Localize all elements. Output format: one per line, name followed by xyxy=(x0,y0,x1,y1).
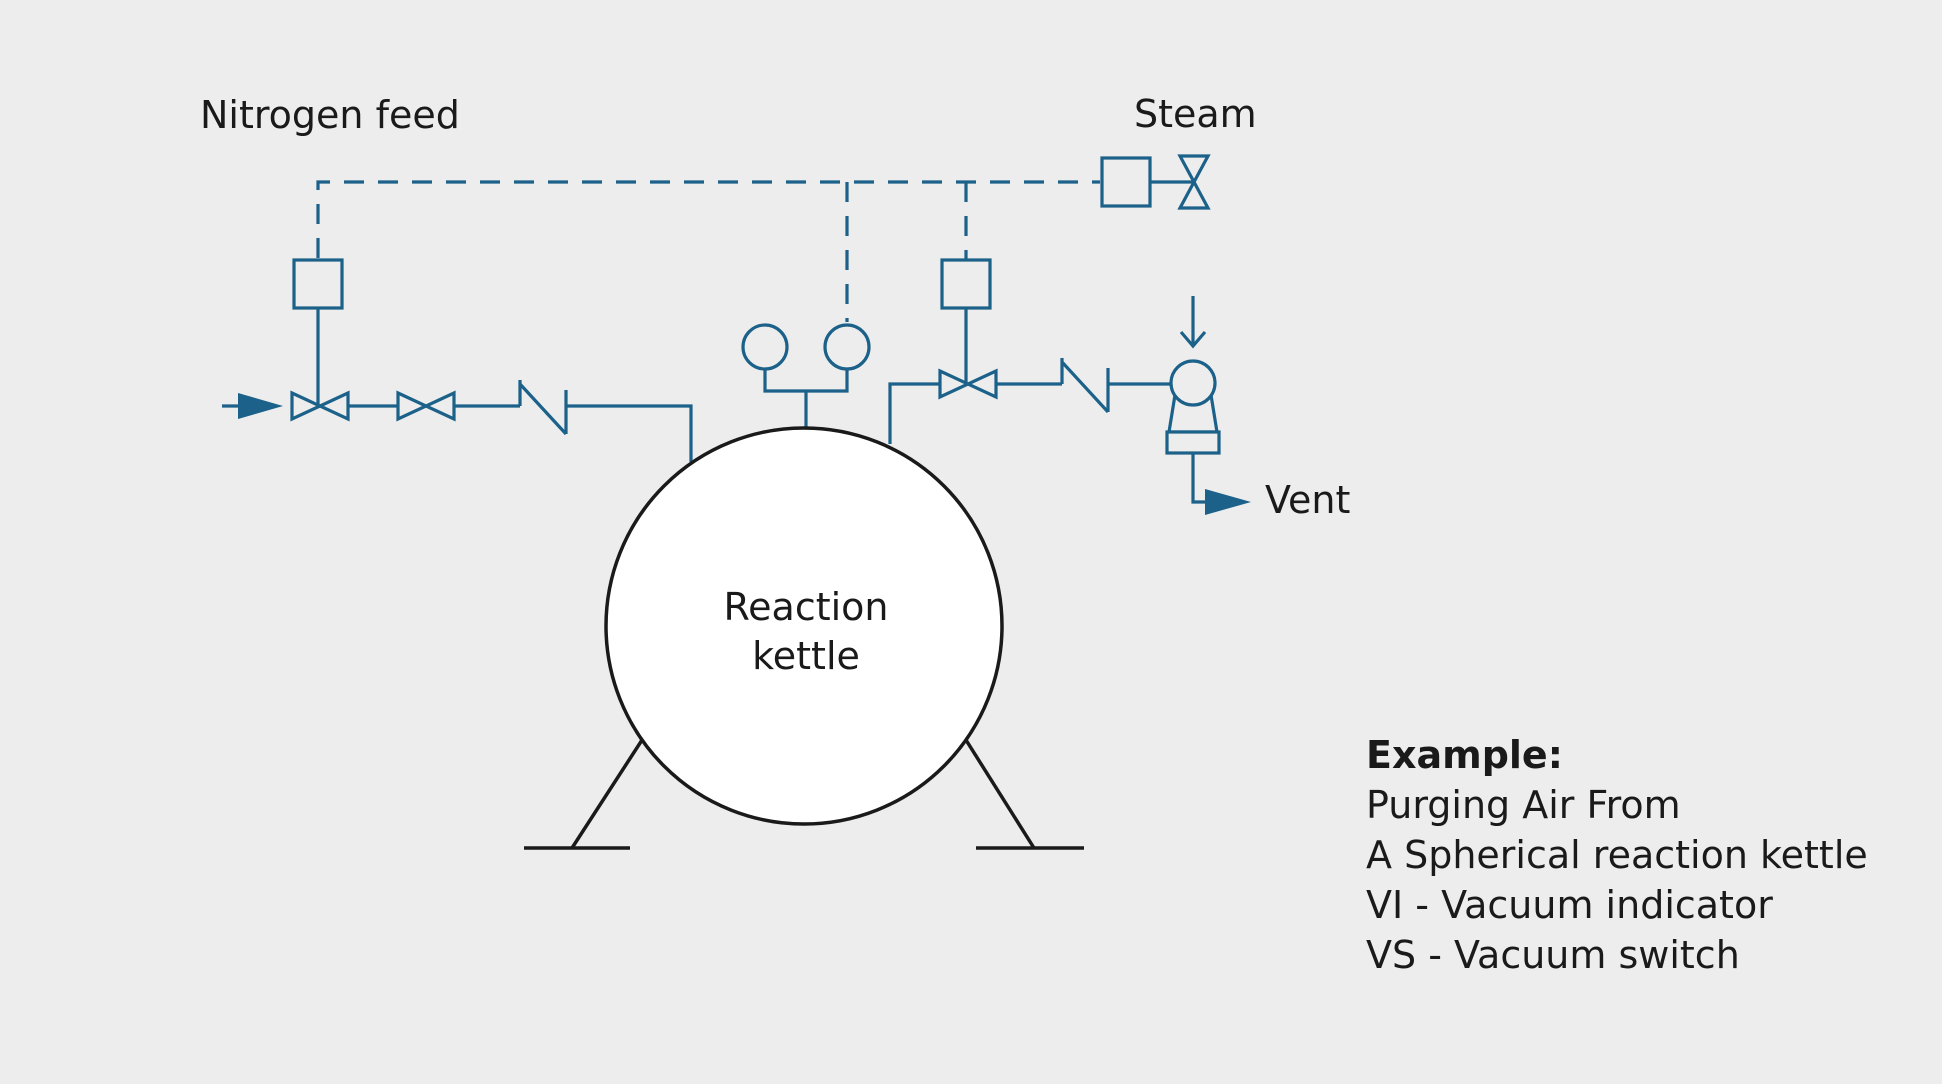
steam-label: Steam xyxy=(1134,92,1257,136)
legend-line: Purging Air From xyxy=(1366,783,1681,827)
vessel-label-line1: Reaction xyxy=(723,585,888,629)
left-leg xyxy=(570,739,644,849)
legend-line: A Spherical reaction kettle xyxy=(1366,833,1868,877)
steam-control-valve-icon xyxy=(1100,154,1211,210)
nitrogen-actuator-box xyxy=(292,258,344,310)
vent-check-valve-icon xyxy=(1060,358,1110,414)
vacuum-indicator-icon xyxy=(741,323,789,371)
right-leg xyxy=(964,739,1036,849)
signal-lines xyxy=(316,180,1100,322)
isolation-valve-icon xyxy=(396,390,456,422)
legend-line: VS - Vacuum switch xyxy=(1366,933,1740,977)
nitrogen-feed-label: Nitrogen feed xyxy=(200,93,460,137)
vacuum-pump-icon xyxy=(1165,296,1221,455)
vent-actuator-box xyxy=(940,258,992,310)
legend: Example: Purging Air From A Spherical re… xyxy=(1366,733,1868,977)
vacuum-instruments xyxy=(741,323,871,430)
vessel-label-line2: kettle xyxy=(752,634,860,678)
vessel-shell xyxy=(604,426,1004,826)
vent-line xyxy=(888,382,1251,515)
nitrogen-check-valve-icon xyxy=(518,380,568,436)
vent-outlet-arrow-icon xyxy=(1205,489,1251,515)
legend-line: VI - Vacuum indicator xyxy=(1366,883,1773,927)
vent-label: Vent xyxy=(1265,478,1350,522)
feed-inlet-arrow-icon xyxy=(238,393,283,419)
vent-pipe-1 xyxy=(888,382,940,444)
nitrogen-control-valve-icon xyxy=(290,258,350,422)
vent-control-valve-icon xyxy=(938,258,998,400)
signal-line-main xyxy=(316,180,1100,258)
nitrogen-feed-line xyxy=(222,393,693,462)
legend-title: Example: xyxy=(1366,733,1563,777)
vacuum-switch-icon xyxy=(823,323,871,371)
steam-actuator-box xyxy=(1100,156,1152,208)
reaction-kettle: Reaction kettle xyxy=(524,426,1084,850)
vent-pipe-4 xyxy=(1191,453,1210,504)
feed-pipe-3 xyxy=(566,404,693,462)
